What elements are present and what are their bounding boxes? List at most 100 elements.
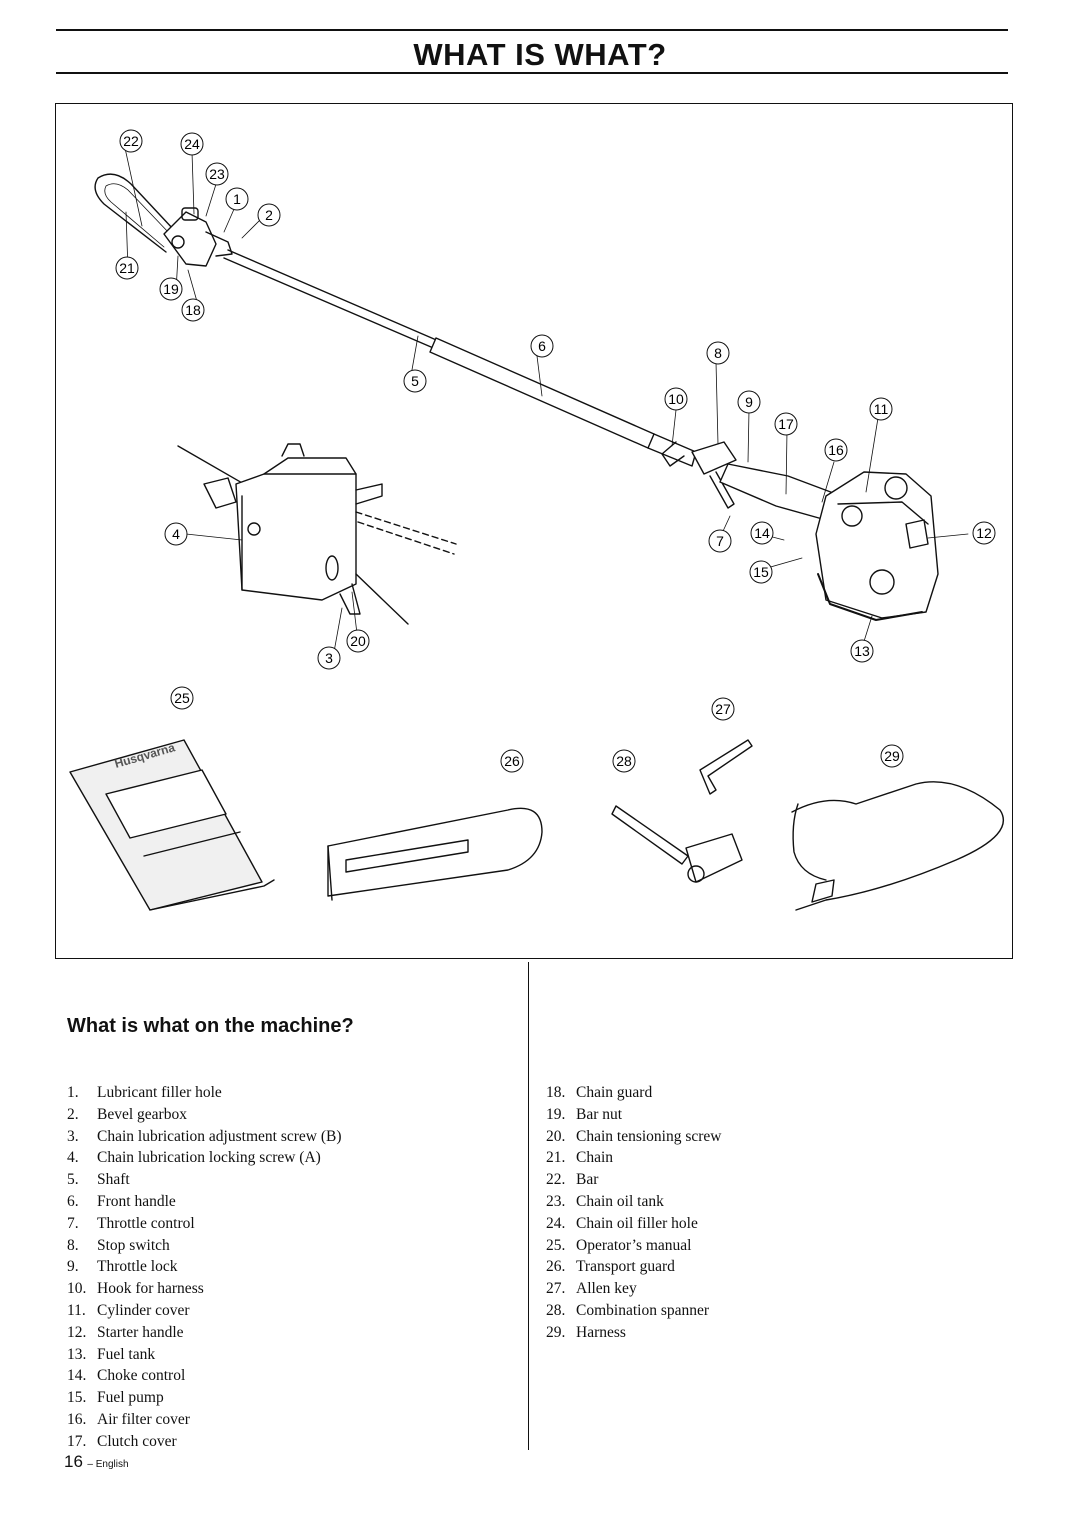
part-list-item: 27. Allen key [546,1278,722,1300]
callout-number: 25 [174,690,190,706]
callout-number: 2 [265,207,273,223]
callout-circle [257,203,281,227]
part-number: 24. [546,1214,566,1232]
part-number: 11. [67,1301,86,1319]
part-label: Shaft [97,1171,130,1189]
part-label: Starter handle [97,1323,184,1341]
callout-number: 24 [184,136,200,152]
part-list-item: 21.Chain [546,1147,722,1169]
part-number: 9. [67,1258,79,1276]
page-footer: 16 – English [64,1452,129,1472]
callout-circle [706,341,730,365]
callout-circle [711,697,735,721]
callout-circle [346,629,370,653]
part-list-item: 25.Operator’s manual [546,1235,722,1257]
part-label: Allen key [576,1280,637,1298]
part-list-item: 26.Transport guard [546,1256,722,1278]
callout-circle [170,686,194,710]
callout-circle [403,369,427,393]
part-list-item: 7.Throttle control [67,1213,342,1235]
callout-circle [824,438,848,462]
part-number: 16. [67,1410,87,1428]
callout-number: 28 [616,753,632,769]
callout-number: 16 [828,442,844,458]
part-label: Clutch cover [97,1432,177,1450]
spanner-drawing [611,805,743,883]
callout-number: 20 [350,633,366,649]
part-label: Bevel gearbox [97,1105,187,1123]
callout-number: 11 [874,401,889,417]
part-number: 21. [546,1149,566,1167]
part-list-item: 9. Throttle lock [67,1256,342,1278]
part-label: Bar [576,1171,599,1189]
part-number: 23. [546,1192,566,1210]
shaft-drawing [223,249,697,467]
part-list-item: 23. Chain oil tank [546,1191,722,1213]
callout-number: 17 [778,416,794,432]
part-label: Throttle lock [97,1258,178,1276]
transport-guard-drawing [327,807,543,901]
part-label: Fuel tank [97,1345,156,1363]
callout-circle [749,560,773,584]
part-label: Stop switch [97,1236,170,1254]
part-number: 14. [67,1367,87,1385]
callout-number: 21 [119,260,135,276]
part-number: 19. [546,1105,566,1123]
page-number: 16 [64,1452,83,1471]
callout-circle [180,132,204,156]
part-list-item: 15. Fuel pump [67,1387,342,1409]
part-label: Chain oil tank [576,1192,664,1210]
callout-number: 4 [172,526,180,542]
callout-circle [708,529,732,553]
callout-circle [115,256,139,280]
part-list-item: 17. Clutch cover [67,1431,342,1453]
part-label: Harness [576,1323,626,1341]
callout-circle [205,162,229,186]
callout-number: 23 [209,166,225,182]
part-number: 12. [67,1323,87,1341]
part-number: 15. [67,1389,87,1407]
part-label: Fuel pump [97,1389,164,1407]
part-label: Transport guard [576,1258,675,1276]
part-list-item: 24.Chain oil filler hole [546,1213,722,1235]
part-number: 13. [67,1345,87,1363]
callout-circle [530,334,554,358]
page-title: WHAT IS WHAT? [413,37,667,72]
part-number: 25. [546,1236,566,1254]
callout-number: 22 [123,133,139,149]
part-number: 8. [67,1236,79,1254]
parts-diagram: Husqvarna 222423122119186851091117164714… [69,129,1005,911]
harness-drawing [791,781,1005,911]
part-label: Choke control [97,1367,186,1385]
callout-number: 9 [745,394,753,410]
part-label: Throttle control [97,1214,195,1232]
part-number: 28. [546,1301,566,1319]
title-rule-bottom [56,72,1008,74]
part-list-item: 12. Starter handle [67,1322,342,1344]
part-label: Bar nut [576,1105,623,1123]
callout-circle [750,521,774,545]
front-handle-drawing [661,441,837,521]
part-number: 18. [546,1084,566,1101]
callout-number: 8 [714,345,722,361]
callout-circle [500,749,524,773]
callout-circle [225,187,249,211]
gearbox-detail-drawing [177,443,457,625]
saw-head-drawing [163,207,233,267]
part-number: 5. [67,1171,79,1189]
callout-number: 26 [504,753,520,769]
part-number: 17. [67,1432,87,1450]
part-label: Chain tensioning screw [576,1127,722,1145]
part-list-item: 19. Bar nut [546,1104,722,1126]
callout-number: 1 [233,191,241,207]
part-number: 4. [67,1149,79,1167]
part-list-item: 4.Chain lubrication locking screw (A) [67,1147,342,1169]
part-number: 10. [67,1280,87,1298]
part-label: Combination spanner [576,1301,710,1319]
callout-number: 27 [715,701,731,717]
part-number: 27. [546,1280,566,1298]
saw-bar-drawing [94,173,175,253]
part-list-item: 20.Chain tensioning screw [546,1126,722,1148]
